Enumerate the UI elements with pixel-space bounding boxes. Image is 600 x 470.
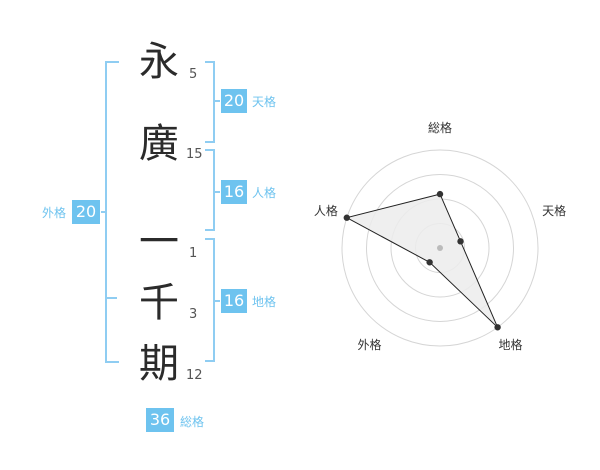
radar-axis-label-2: 天格 <box>542 203 566 218</box>
tenkaku-label: 天格 <box>252 95 277 109</box>
radar-point-5 <box>343 214 350 221</box>
tenkaku-connector <box>215 100 220 102</box>
gaikaku-bracket-tick <box>105 297 117 299</box>
radar-score-polygon <box>345 193 499 328</box>
stroke-count-2: 15 <box>186 147 203 162</box>
jinkaku-connector <box>215 191 220 193</box>
stroke-count-5: 12 <box>186 368 203 383</box>
name-char-1: 永 <box>139 39 179 85</box>
radar-axis-label-4: 外格 <box>357 337 381 352</box>
name-char-3: 一 <box>139 219 179 265</box>
jinkaku-bracket <box>205 149 215 231</box>
radar-center-dot <box>437 245 443 251</box>
chikaku-connector <box>215 300 220 302</box>
name-char-2: 廣 <box>139 121 179 167</box>
jinkaku-badge: 16 <box>221 180 247 204</box>
radar-axis-label-5: 人格 <box>314 203 338 218</box>
gaikaku-bracket <box>105 61 119 363</box>
name-char-4: 千 <box>139 280 179 326</box>
radar-axis-label-1: 総格 <box>428 120 452 135</box>
radar-point-3 <box>494 324 501 331</box>
stroke-count-3: 1 <box>189 246 198 261</box>
radar-axis-label-3: 地格 <box>498 337 522 352</box>
gaikaku-connector <box>101 211 105 213</box>
tenkaku-badge: 20 <box>221 89 247 113</box>
radar-point-4 <box>426 259 433 266</box>
chikaku-bracket <box>205 238 215 362</box>
radar-point-2 <box>457 238 464 245</box>
radar-point-1 <box>436 190 444 198</box>
radar-grid-ring-3 <box>366 174 514 322</box>
name-char-5: 期 <box>139 341 179 387</box>
gaikaku-badge: 20 <box>72 200 100 224</box>
stroke-count-4: 3 <box>189 307 198 322</box>
radar-grid-ring-4 <box>341 149 539 347</box>
stroke-count-1: 5 <box>189 67 198 82</box>
jinkaku-label: 人格 <box>252 186 277 200</box>
gaikaku-label: 外格 <box>42 206 67 220</box>
soukaku-label: 総格 <box>180 415 205 429</box>
tenkaku-bracket <box>205 61 215 143</box>
soukaku-badge: 36 <box>146 408 174 432</box>
chikaku-label: 地格 <box>252 295 277 309</box>
chikaku-badge: 16 <box>221 289 247 313</box>
